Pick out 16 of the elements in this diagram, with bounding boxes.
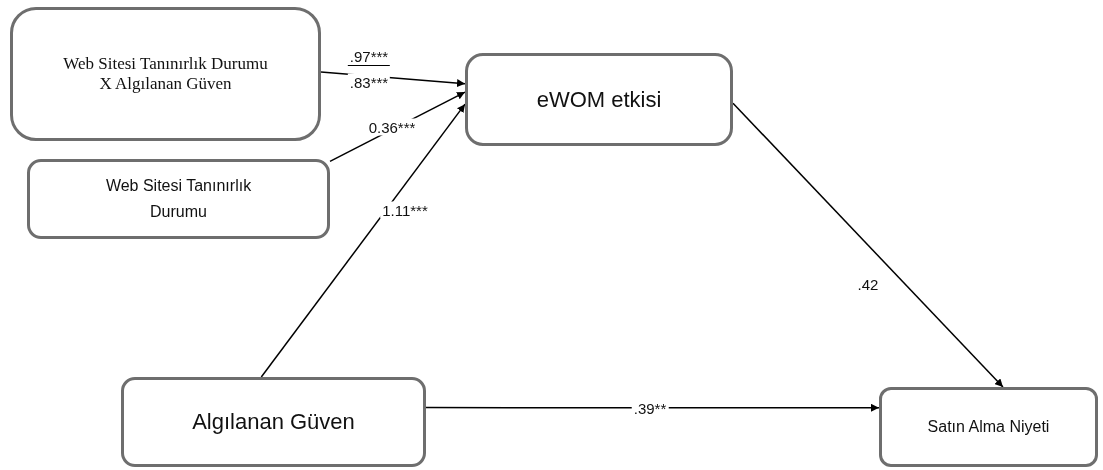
variable-name: Algılanan Güven [192,408,355,437]
variable-box [10,7,321,141]
variable-name: Satın Alma Niyeti [927,417,1050,438]
variable-box [879,387,1098,467]
variable-name: Web Sitesi Tanınırlık Durumu [104,176,253,222]
variable-name: eWOM etkisi [536,85,662,114]
variable-box [27,159,330,239]
edge-label: 1.11*** [380,201,430,219]
edge-label: 0.36*** [366,118,418,136]
variable-box [121,377,426,467]
arrow [732,102,1004,388]
variable-box [465,53,733,146]
variable-name: Web Sitesi Tanınırlık Durumu X Algılanan Güven [62,53,269,95]
path-coefficient: .83*** [347,73,391,91]
arrow [260,103,466,378]
arrow [425,403,880,412]
